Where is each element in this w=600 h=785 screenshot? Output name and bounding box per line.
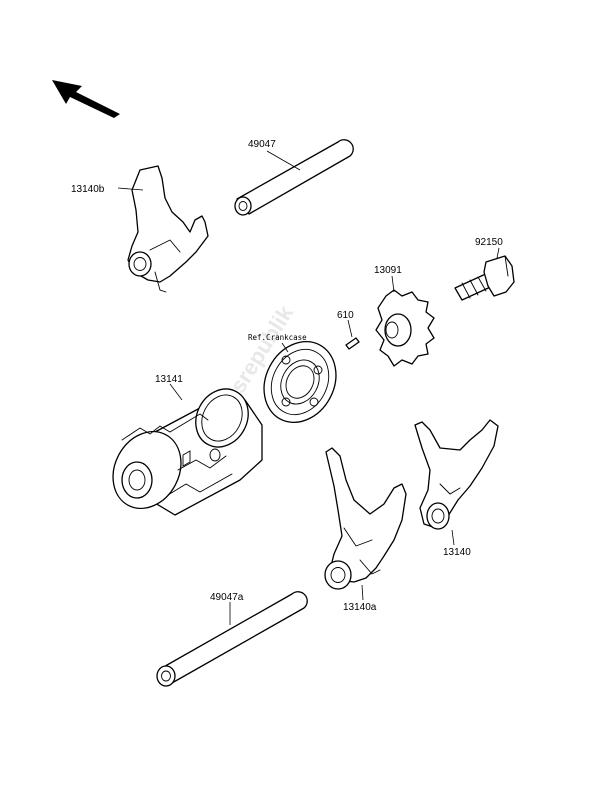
shaft-49047a <box>156 591 308 687</box>
shift-drum-13141 <box>112 388 263 516</box>
shaft-49047 <box>234 139 354 216</box>
bearing-ref-crankcase <box>263 340 337 424</box>
label-13140: 13140 <box>443 547 471 558</box>
label-ref-crankcase: Ref.Crankcase <box>248 333 307 342</box>
label-49047a: 49047a <box>210 592 244 603</box>
shift-fork-13140 <box>414 419 499 530</box>
arrow-front-icon <box>52 80 120 118</box>
label-13140b: 13140b <box>71 184 105 195</box>
pin-610 <box>345 337 360 350</box>
shift-fork-13140a <box>324 447 407 590</box>
label-92150: 92150 <box>475 237 503 248</box>
label-13091: 13091 <box>374 265 402 276</box>
label-13140a: 13140a <box>343 602 377 613</box>
label-13141: 13141 <box>155 374 183 385</box>
shift-fork-13140b <box>127 165 209 293</box>
bolt-92150 <box>454 255 515 301</box>
label-610: 610 <box>337 310 354 321</box>
shift-cam-13091 <box>375 289 435 367</box>
label-49047: 49047 <box>248 139 276 150</box>
